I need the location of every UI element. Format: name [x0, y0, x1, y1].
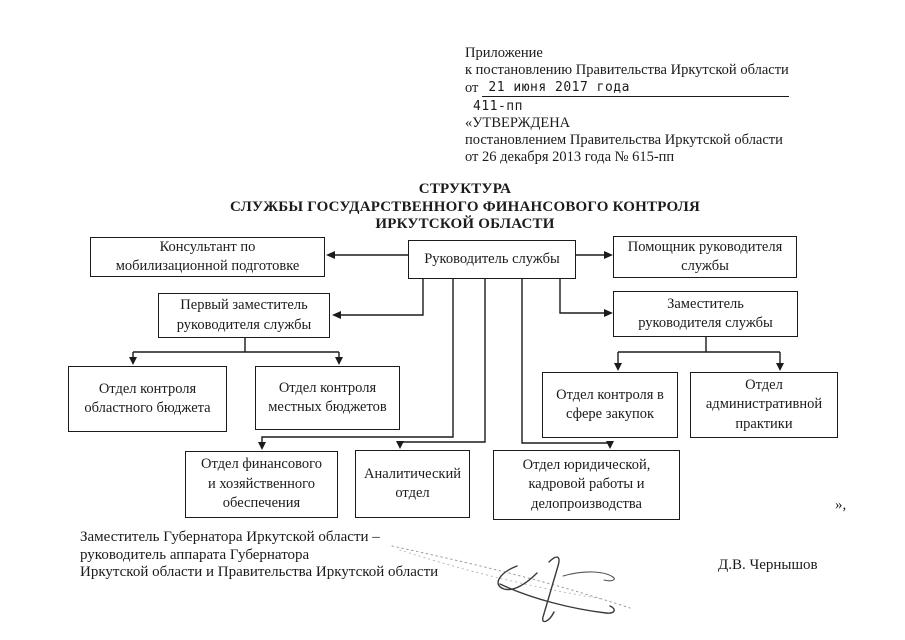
header-line-1: Приложение [465, 45, 543, 61]
fill-in-rule: 21 июня 2017 года [482, 79, 789, 97]
header-line-7: от 26 декабря 2013 года № 615-пп [465, 149, 675, 165]
closing-quote: », [835, 497, 847, 513]
signature-title-text: Заместитель Губернатора Иркутской област… [80, 529, 439, 580]
signatory-name: Д.В. Чернышов [718, 557, 818, 573]
org-box-consultant: Консультант по мобилизационной подготовк… [90, 237, 325, 277]
org-box-first-deputy: Первый заместитель руководителя службы [158, 293, 330, 338]
org-box-analytical: Аналитический отдел [355, 450, 470, 518]
org-box-head: Руководитель службы [408, 240, 576, 279]
org-box-procurement-control: Отдел контроля в сфере закупок [542, 372, 678, 438]
org-box-legal-hr: Отдел юридической, кадровой работы и дел… [493, 450, 680, 520]
document-header: Приложение к постановлению Правительства… [465, 45, 789, 166]
document-title: СТРУКТУРА СЛУЖБЫ ГОСУДАРСТВЕННОГО ФИНАНС… [110, 181, 820, 234]
from-label: от [465, 80, 479, 96]
header-line-2: к постановлению Правительства Иркутской … [465, 62, 789, 78]
org-box-local-budgets: Отдел контроля местных бюджетов [255, 366, 400, 430]
arrowheads [129, 251, 784, 450]
header-line-6: постановлением Правительства Иркутской о… [465, 132, 783, 148]
org-box-oblast-budget: Отдел контроля областного бюджета [68, 366, 227, 432]
date-filled-value: 21 июня 2017 года [488, 80, 630, 95]
title-line-1: СТРУКТУРА [418, 181, 512, 197]
number-filled-value: 411-пп [473, 99, 523, 114]
header-line-5: «УТВЕРЖДЕНА [465, 115, 571, 131]
header-date-row: от 21 июня 2017 года [465, 79, 789, 97]
title-line-3: ИРКУТСКОЙ ОБЛАСТИ [375, 216, 555, 232]
org-box-admin-practice: Отдел административной практики [690, 372, 838, 438]
org-box-finance-support: Отдел финансового и хозяйственного обесп… [185, 451, 338, 518]
org-box-deputy: Заместитель руководителя службы [613, 291, 798, 337]
title-line-2: СЛУЖБЫ ГОСУДАРСТВЕННОГО ФИНАНСОВОГО КОНТ… [229, 198, 701, 215]
org-box-assistant: Помощник руководителя службы [613, 236, 797, 278]
